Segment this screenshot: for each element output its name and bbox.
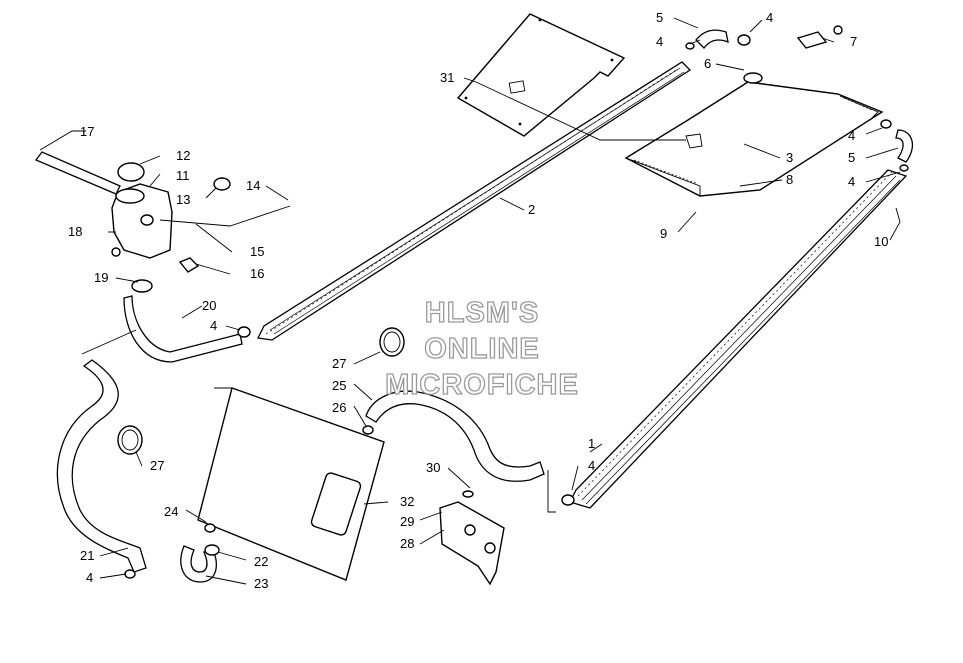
watermark-line-1: HLSM'S (425, 297, 539, 329)
callout-32: 32 (400, 494, 414, 509)
callout-5-top: 5 (656, 10, 663, 25)
callout-23: 23 (254, 576, 268, 591)
callout-16: 16 (250, 266, 264, 281)
callout-9: 9 (660, 226, 667, 241)
watermark-line-2: ONLINE (424, 333, 540, 365)
callout-4-top-right: 4 (766, 10, 773, 25)
callout-22: 22 (254, 554, 268, 569)
mounting-bracket-plate (456, 13, 626, 137)
watermark-line-3: MICROFICHE (385, 369, 579, 401)
callout-10: 10 (874, 234, 888, 249)
callout-17: 17 (80, 124, 94, 139)
callout-11: 11 (176, 168, 190, 183)
callout-4-bottom: 4 (588, 458, 595, 473)
hose-bracket (439, 490, 505, 586)
watermark: HLSM'S ONLINE MICROFICHE (385, 296, 579, 401)
callout-18: 18 (68, 224, 82, 239)
coolant-tank (34, 151, 291, 293)
callout-31: 31 (440, 70, 454, 85)
callout-28: 28 (400, 536, 414, 551)
center-coolant-hose (365, 390, 556, 513)
callout-6: 6 (704, 56, 711, 71)
callout-14: 14 (246, 178, 260, 193)
callout-4-bottom-left: 4 (86, 570, 93, 585)
callout-30: 30 (426, 460, 440, 475)
callout-12: 12 (176, 148, 190, 163)
callout-4-top-left: 4 (656, 34, 663, 49)
callout-7: 7 (850, 34, 857, 49)
rear-hose-fittings (124, 25, 914, 579)
callout-4-left: 4 (210, 318, 217, 333)
callout-3: 3 (786, 150, 793, 165)
radiator (197, 387, 385, 581)
callout-4-right-b: 4 (848, 174, 855, 189)
callout-25: 25 (332, 378, 346, 393)
callout-21: 21 (80, 548, 94, 563)
spring-clamps (117, 327, 405, 455)
callout-26: 26 (332, 400, 346, 415)
callout-13: 13 (176, 192, 190, 207)
callout-1: 1 (588, 436, 595, 451)
callout-24: 24 (164, 504, 178, 519)
callout-4-right-a: 4 (848, 128, 855, 143)
callout-19: 19 (94, 270, 108, 285)
callout-2: 2 (528, 202, 535, 217)
callout-labels: 17 12 11 13 14 18 15 16 19 20 4 31 2 5 4… (68, 10, 888, 591)
rear-heat-exchanger (624, 72, 884, 197)
lower-heat-exchanger-tube (569, 169, 908, 509)
small-elbow-hose (180, 425, 374, 583)
callout-8: 8 (786, 172, 793, 187)
leader-lines (39, 17, 901, 585)
callout-29: 29 (400, 514, 414, 529)
callout-5-right: 5 (848, 150, 855, 165)
callout-27-left: 27 (150, 458, 164, 473)
callout-15: 15 (250, 244, 264, 259)
callout-20: 20 (202, 298, 216, 313)
callout-27-top: 27 (332, 356, 346, 371)
